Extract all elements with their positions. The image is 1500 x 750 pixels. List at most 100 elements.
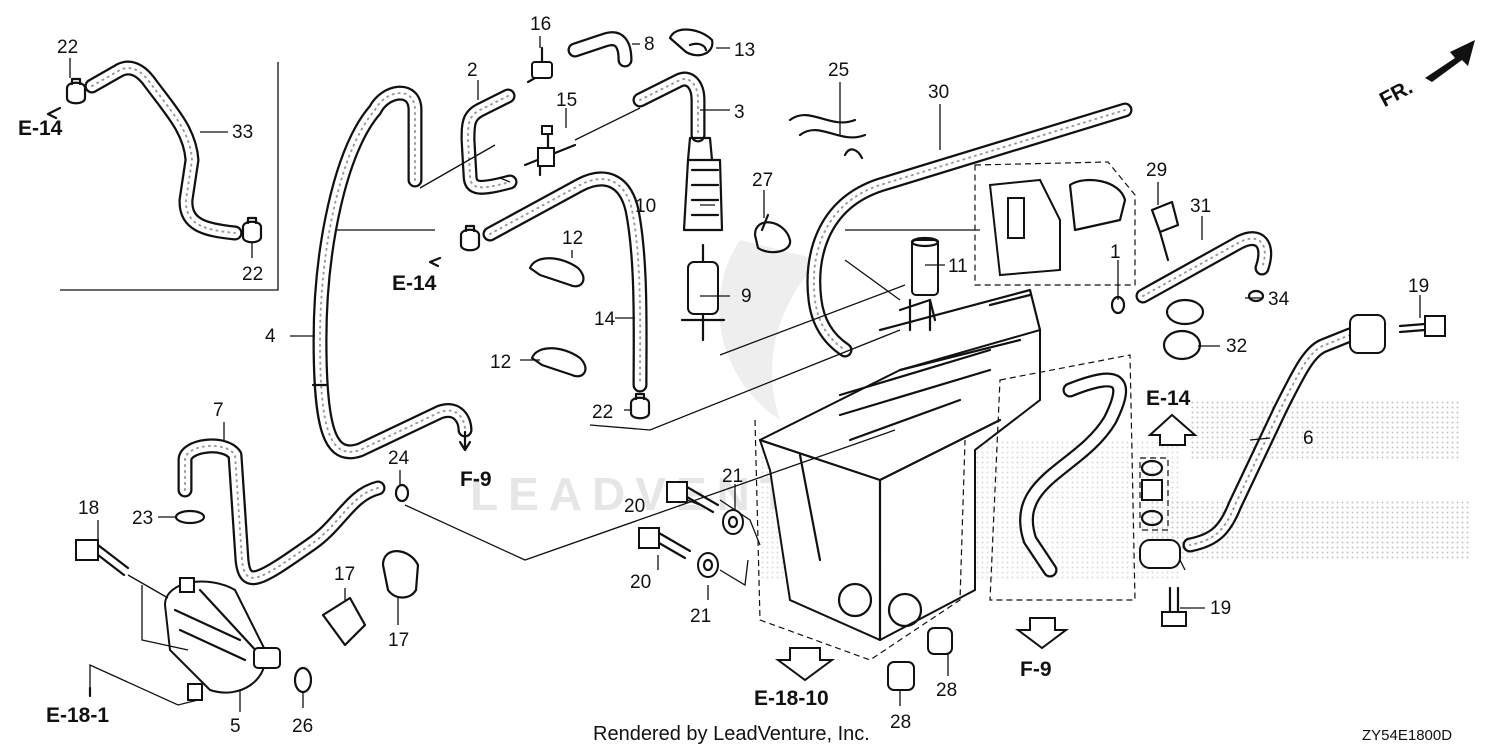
- callout-5: 5: [230, 716, 241, 737]
- callout-31: 31: [1190, 196, 1211, 217]
- callout-19-b: 19: [1210, 598, 1231, 619]
- callout-4: 4: [265, 326, 276, 347]
- leader-lines: [69, 36, 1421, 712]
- callout-28-a: 28: [936, 680, 957, 701]
- callout-labels: 22 33 22 2 16 8 13 15 3 25 30 10 27 29 3…: [57, 14, 1429, 737]
- clip-24: [394, 483, 410, 503]
- cap-28-b: [887, 661, 915, 691]
- ref-e-18-10: E-18-10: [754, 687, 829, 710]
- bolt-20-b: [638, 527, 692, 560]
- o-ring-26: [293, 666, 313, 694]
- callout-2: 2: [467, 60, 478, 81]
- callout-19-a: 19: [1408, 276, 1429, 297]
- callout-9: 9: [741, 286, 752, 307]
- ref-e-14-b: E-14: [392, 272, 437, 295]
- callout-13: 13: [734, 40, 755, 61]
- hose-30: [806, 102, 1133, 358]
- callout-17-a: 17: [334, 564, 355, 585]
- ref-e-14-a: E-14: [18, 117, 63, 140]
- clip-27: [753, 213, 792, 254]
- clamp-22-b: [241, 216, 263, 244]
- hose-31: [1135, 231, 1273, 304]
- diagram-code: ZY54E1800D: [1362, 727, 1452, 744]
- clip-13: [668, 28, 714, 57]
- callout-22-a: 22: [57, 37, 78, 58]
- callout-29: 29: [1146, 160, 1167, 181]
- callout-10: 10: [635, 196, 656, 217]
- pump-sub-assembly: [974, 161, 1136, 286]
- callout-34: 34: [1268, 289, 1290, 310]
- callout-12-b: 12: [490, 352, 511, 373]
- clamp-32: [1162, 298, 1205, 361]
- sleeve-11: [910, 236, 940, 296]
- inset-box-stack: [1139, 457, 1169, 531]
- joint-15: [523, 125, 577, 177]
- bolt-18: [75, 539, 130, 577]
- callout-20-b: 20: [630, 572, 651, 593]
- hose-7: [177, 438, 386, 586]
- hose-33: [84, 60, 243, 241]
- reference-labels: E-14 E-14 F-9 E-14 E-18-10 F-9 E-18-1: [18, 117, 1191, 727]
- callout-20-a: 20: [624, 496, 645, 517]
- part-34: [1247, 289, 1265, 303]
- fitting-6: [1139, 314, 1386, 569]
- callout-18: 18: [78, 498, 99, 519]
- bolt-19-a: [1398, 315, 1446, 337]
- callout-21-b: 21: [690, 606, 711, 627]
- filter-10: [682, 136, 724, 232]
- clip-25: [788, 114, 867, 160]
- clip-23: [174, 509, 206, 525]
- hose-3: [632, 71, 706, 143]
- ref-e-18-1: E-18-1: [46, 704, 109, 727]
- hose-4: [311, 85, 473, 460]
- clamp-22-c: [459, 224, 481, 252]
- callout-6: 6: [1303, 428, 1314, 449]
- callout-15: 15: [556, 90, 577, 111]
- callout-33: 33: [232, 122, 253, 143]
- fuel-pump-5: [163, 577, 281, 701]
- ref-f-9-b: F-9: [1020, 658, 1052, 681]
- hose-14: [482, 171, 648, 393]
- hose-8: [567, 31, 633, 68]
- callout-7: 7: [213, 400, 224, 421]
- callout-12-a: 12: [562, 228, 583, 249]
- clamp-22-d: [629, 392, 651, 420]
- vapor-separator: [758, 288, 1042, 642]
- clip-12-a: [528, 257, 585, 288]
- callout-25: 25: [828, 60, 849, 81]
- inset-box-lower: [989, 354, 1136, 601]
- hose-inset: [1019, 372, 1127, 578]
- callout-21-a: 21: [722, 466, 743, 487]
- callout-24: 24: [388, 448, 410, 469]
- callout-26: 26: [292, 716, 313, 737]
- callout-11: 11: [948, 256, 968, 277]
- cap-28-a: [927, 627, 953, 655]
- callout-28-b: 28: [890, 712, 911, 733]
- callout-27: 27: [752, 170, 773, 191]
- direction-label: FR.: [1376, 76, 1417, 112]
- callout-17-b: 17: [388, 630, 409, 651]
- washer-21-a: [722, 509, 744, 535]
- check-valve-16: [526, 46, 553, 84]
- callout-16: 16: [530, 14, 551, 35]
- clip-12-b: [530, 347, 587, 378]
- callout-22-c: 22: [592, 402, 613, 423]
- callout-30: 30: [928, 82, 949, 103]
- clip-17-a: [321, 596, 367, 647]
- callout-3: 3: [734, 102, 745, 123]
- footer-text: Rendered by LeadVenture, Inc.: [593, 723, 870, 745]
- clip-17-b: [381, 550, 420, 599]
- callout-22-b: 22: [242, 264, 263, 285]
- ref-e-14-c: E-14: [1146, 387, 1191, 410]
- seal-stack: [1140, 459, 1164, 527]
- callout-14: 14: [594, 309, 616, 330]
- washer-21-b: [697, 552, 719, 578]
- hose-2: [460, 88, 518, 195]
- ref-f-9-a: F-9: [460, 468, 492, 491]
- callout-1: 1: [1110, 242, 1121, 263]
- callout-32: 32: [1226, 336, 1247, 357]
- inset-frame: [60, 62, 279, 291]
- fuel-filter-9: [680, 243, 726, 342]
- flow-arrows: [46, 40, 1475, 698]
